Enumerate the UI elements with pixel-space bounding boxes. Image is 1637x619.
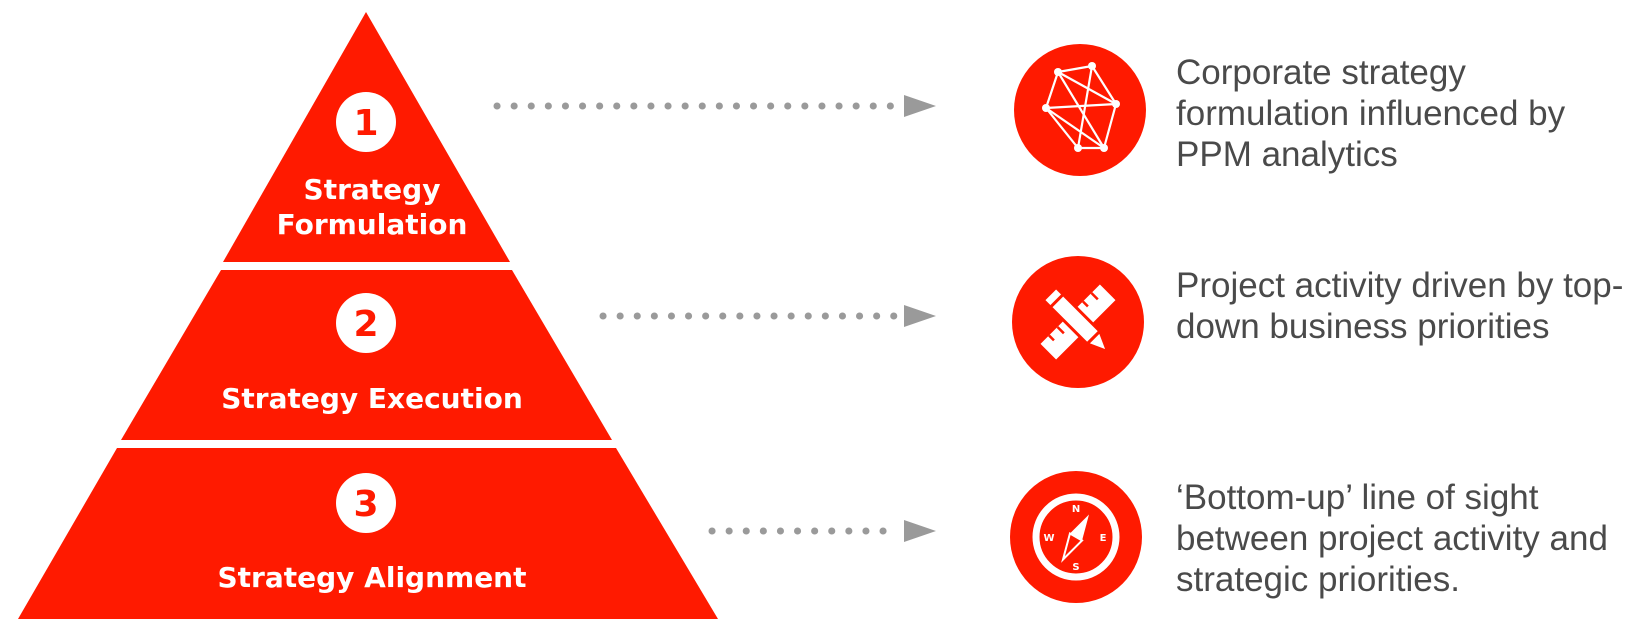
compass-w: W [1043,533,1054,544]
arrow-3 [708,520,936,542]
compass-e: E [1100,533,1107,544]
pyramid-tier-2 [121,270,612,440]
tier-1-label-line-2: Formulation [277,208,468,241]
tier-3-number: 3 [353,484,378,525]
pencil-ruler-icon [1012,256,1144,388]
tier-3-description: ‘Bottom-up’ line of sight between projec… [1176,478,1608,599]
tier-3-number-badge [336,473,396,533]
tier-2-description: Project activity driven by top-down busi… [1176,266,1624,346]
tier-1-number-badge [336,92,396,152]
compass-s: S [1072,562,1079,573]
arrow-1 [493,95,936,117]
tier-1-description: Corporate strategy formulation influence… [1176,53,1566,174]
network-icon [1014,44,1146,176]
tier-1-number: 1 [353,103,378,144]
tier-2-number-badge [336,293,396,353]
tier-1-label-line-1: Strategy [304,173,441,206]
pyramid-tier-3 [18,448,718,619]
tier-2-number: 2 [353,304,378,345]
arrow-2 [599,305,936,327]
compass-icon: N S E W [1010,471,1142,603]
compass-n: N [1072,504,1080,515]
tier-3-label: Strategy Alignment [218,561,527,594]
tier-2-label: Strategy Execution [221,382,523,415]
